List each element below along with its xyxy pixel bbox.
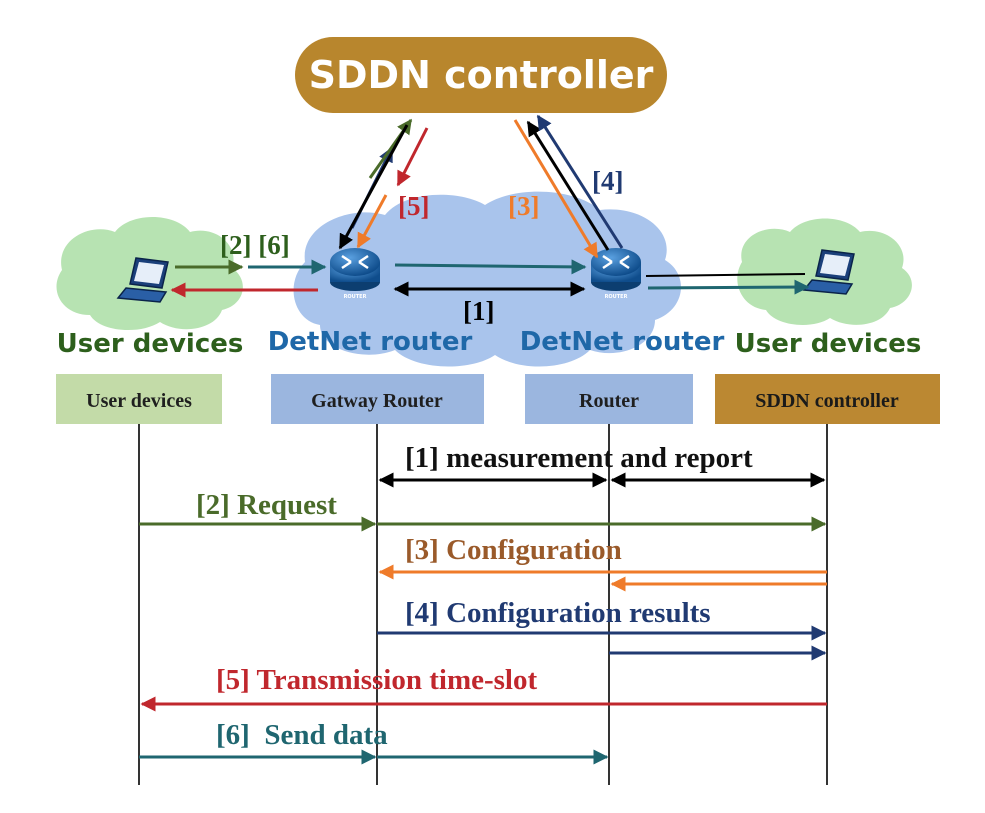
- lane-header-gateway-router: Gatway Router: [271, 374, 484, 424]
- lane-label-router: Router: [579, 390, 639, 412]
- lane-label-sddn-controller: SDDN controller: [755, 390, 899, 412]
- message-2: [2] Request: [139, 489, 827, 532]
- message-3-label: [3] Configuration: [405, 534, 622, 566]
- lifelines: [138, 424, 828, 785]
- message-3: [3] Configuration: [378, 534, 827, 592]
- message-4-label: [4] Configuration results: [405, 597, 711, 629]
- message-1-label: [1] measurement and report: [405, 442, 753, 474]
- lane-label-gateway-router: Gatway Router: [311, 390, 443, 412]
- link-label-five: [5]: [398, 191, 429, 221]
- controller-label: SDDN controller: [309, 53, 654, 97]
- message-1: [1] measurement and report: [378, 442, 826, 488]
- link-label-one: [1]: [463, 296, 494, 326]
- message-6-label: [6] Send data: [216, 719, 388, 751]
- router-label: DetNet router: [520, 327, 725, 357]
- message-2-label: [2] Request: [196, 489, 337, 521]
- topology-arrows: [170, 114, 810, 298]
- message-5-label: [5] Transmission time-slot: [216, 664, 537, 696]
- message-4: [4] Configuration results: [377, 597, 827, 661]
- router-icon: ROUTER: [591, 248, 641, 300]
- lane-label-user-devices: User devices: [86, 390, 192, 412]
- left-user-label: User devices: [57, 329, 244, 359]
- message-6: [6] Send data: [139, 719, 609, 765]
- router-icon-text: ROUTER: [605, 294, 628, 300]
- lane-header-sddn-controller: SDDN controller: [715, 374, 940, 424]
- gateway-router-label: DetNet router: [268, 327, 473, 357]
- link-label-three: [3]: [508, 191, 539, 221]
- right-laptop-icon: [802, 249, 855, 295]
- left-laptop-icon: [116, 257, 169, 303]
- link-label-two-six: [2] [6]: [220, 230, 290, 260]
- sddn-controller-node: SDDN controller: [295, 37, 667, 113]
- gateway-router-icon-text: ROUTER: [344, 294, 367, 300]
- lane-header-user-devices: User devices: [56, 374, 222, 424]
- gateway-router-icon: ROUTER: [330, 248, 380, 300]
- lane-header-router: Router: [525, 374, 693, 424]
- right-user-label: User devices: [735, 329, 922, 359]
- link-label-four: [4]: [592, 166, 623, 196]
- message-5: [5] Transmission time-slot: [140, 664, 827, 712]
